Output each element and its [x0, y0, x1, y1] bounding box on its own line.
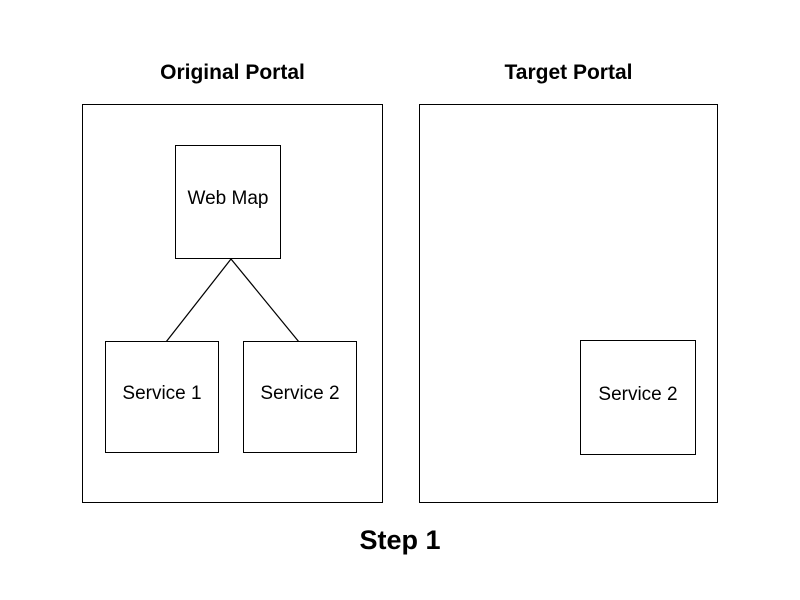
target-service-2-node: Service 2	[580, 340, 696, 455]
service-1-label: Service 1	[122, 383, 202, 404]
step-caption: Step 1	[359, 525, 441, 555]
web-map-label: Web Map	[187, 188, 269, 209]
target-portal-title: Target Portal	[504, 61, 633, 84]
web-map-node: Web Map	[175, 145, 281, 259]
service-2-node: Service 2	[243, 341, 357, 453]
target-service-2-label: Service 2	[598, 383, 678, 405]
service-1-node: Service 1	[105, 341, 219, 453]
service-2-label: Service 2	[260, 383, 340, 404]
original-portal-title: Original Portal	[160, 61, 305, 84]
